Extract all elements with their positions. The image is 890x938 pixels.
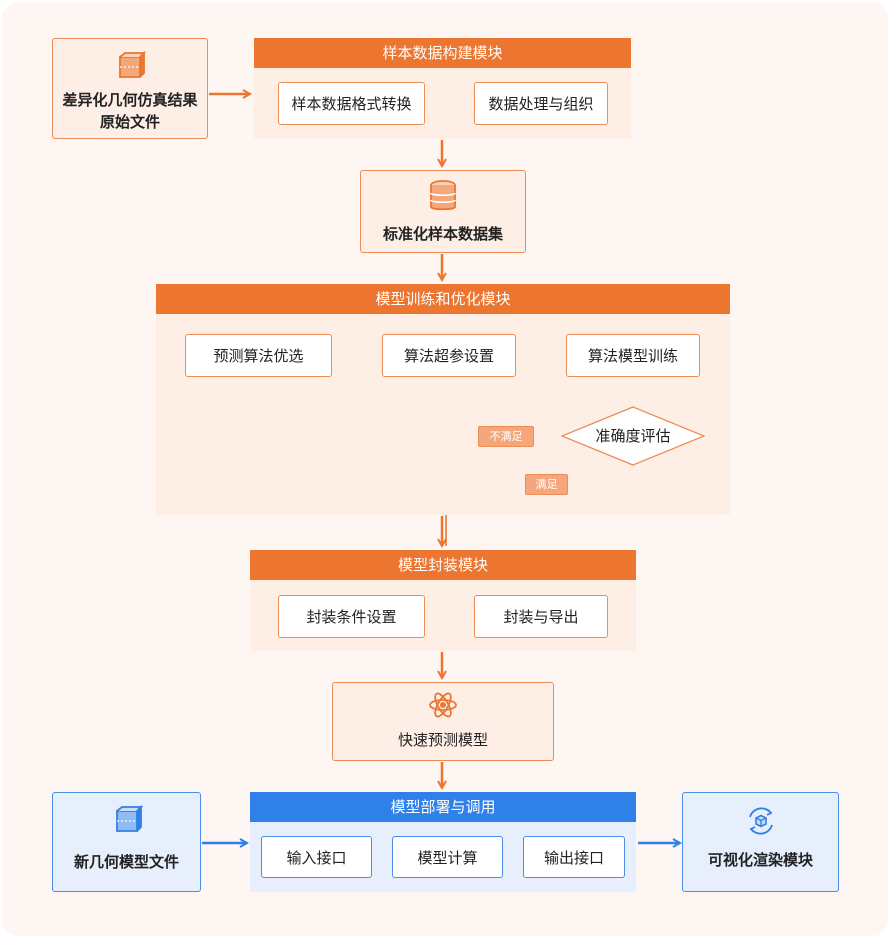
input-interface-step: 输入接口	[261, 836, 372, 878]
sample-data-module-panel: 样本数据构建模块 样本数据格式转换 数据处理与组织	[254, 38, 631, 139]
atom-icon	[429, 692, 457, 718]
not-met-tag: 不满足	[478, 426, 534, 447]
deployment-module-title: 模型部署与调用	[250, 792, 636, 822]
new-geometry-file-label: 新几何模型文件	[73, 853, 179, 871]
fast-prediction-model-node: 快速预测模型	[332, 682, 554, 761]
orange-cube-icon	[119, 51, 147, 78]
algorithm-selection-step: 预测算法优选	[185, 334, 332, 377]
visualization-render-label: 可视化渲染模块	[707, 851, 813, 869]
training-module-title: 模型训练和优化模块	[156, 284, 730, 314]
new-geometry-file-node: 新几何模型文件	[52, 792, 201, 892]
model-training-step: 算法模型训练	[566, 334, 700, 377]
format-conversion-step: 样本数据格式转换	[278, 82, 425, 125]
training-module-panel: 模型训练和优化模块 预测算法优选 算法超参设置 算法模型训练	[156, 284, 730, 515]
standard-dataset-node: 标准化样本数据集	[360, 170, 526, 253]
model-computation-step: 模型计算	[392, 836, 503, 878]
data-processing-step: 数据处理与组织	[474, 82, 608, 125]
accuracy-decision-diamond	[561, 406, 705, 466]
output-interface-step: 输出接口	[523, 836, 625, 878]
visualization-render-node: 可视化渲染模块	[682, 792, 839, 892]
packaging-condition-step: 封装条件设置	[278, 595, 425, 638]
packaging-module-title: 模型封装模块	[250, 550, 636, 580]
hyperparameter-setting-step: 算法超参设置	[382, 334, 516, 377]
blue-cube-icon	[115, 805, 143, 832]
deployment-module-panel: 模型部署与调用 输入接口 模型计算 输出接口	[250, 792, 636, 892]
met-tag: 满足	[525, 474, 568, 495]
accuracy-evaluation-label: 准确度评估	[595, 427, 671, 445]
raw-simulation-file-label: 差异化几何仿真结果 原始文件	[62, 91, 198, 131]
standard-dataset-label: 标准化样本数据集	[382, 225, 503, 243]
cube-refresh-icon	[748, 807, 773, 835]
raw-simulation-file-node: 差异化几何仿真结果 原始文件	[52, 38, 208, 139]
packaging-module-panel: 模型封装模块 封装条件设置 封装与导出	[250, 550, 636, 651]
database-icon	[430, 180, 456, 211]
packaging-export-step: 封装与导出	[474, 595, 608, 638]
fast-prediction-model-label: 快速预测模型	[397, 731, 488, 749]
sample-data-module-title: 样本数据构建模块	[254, 38, 631, 68]
